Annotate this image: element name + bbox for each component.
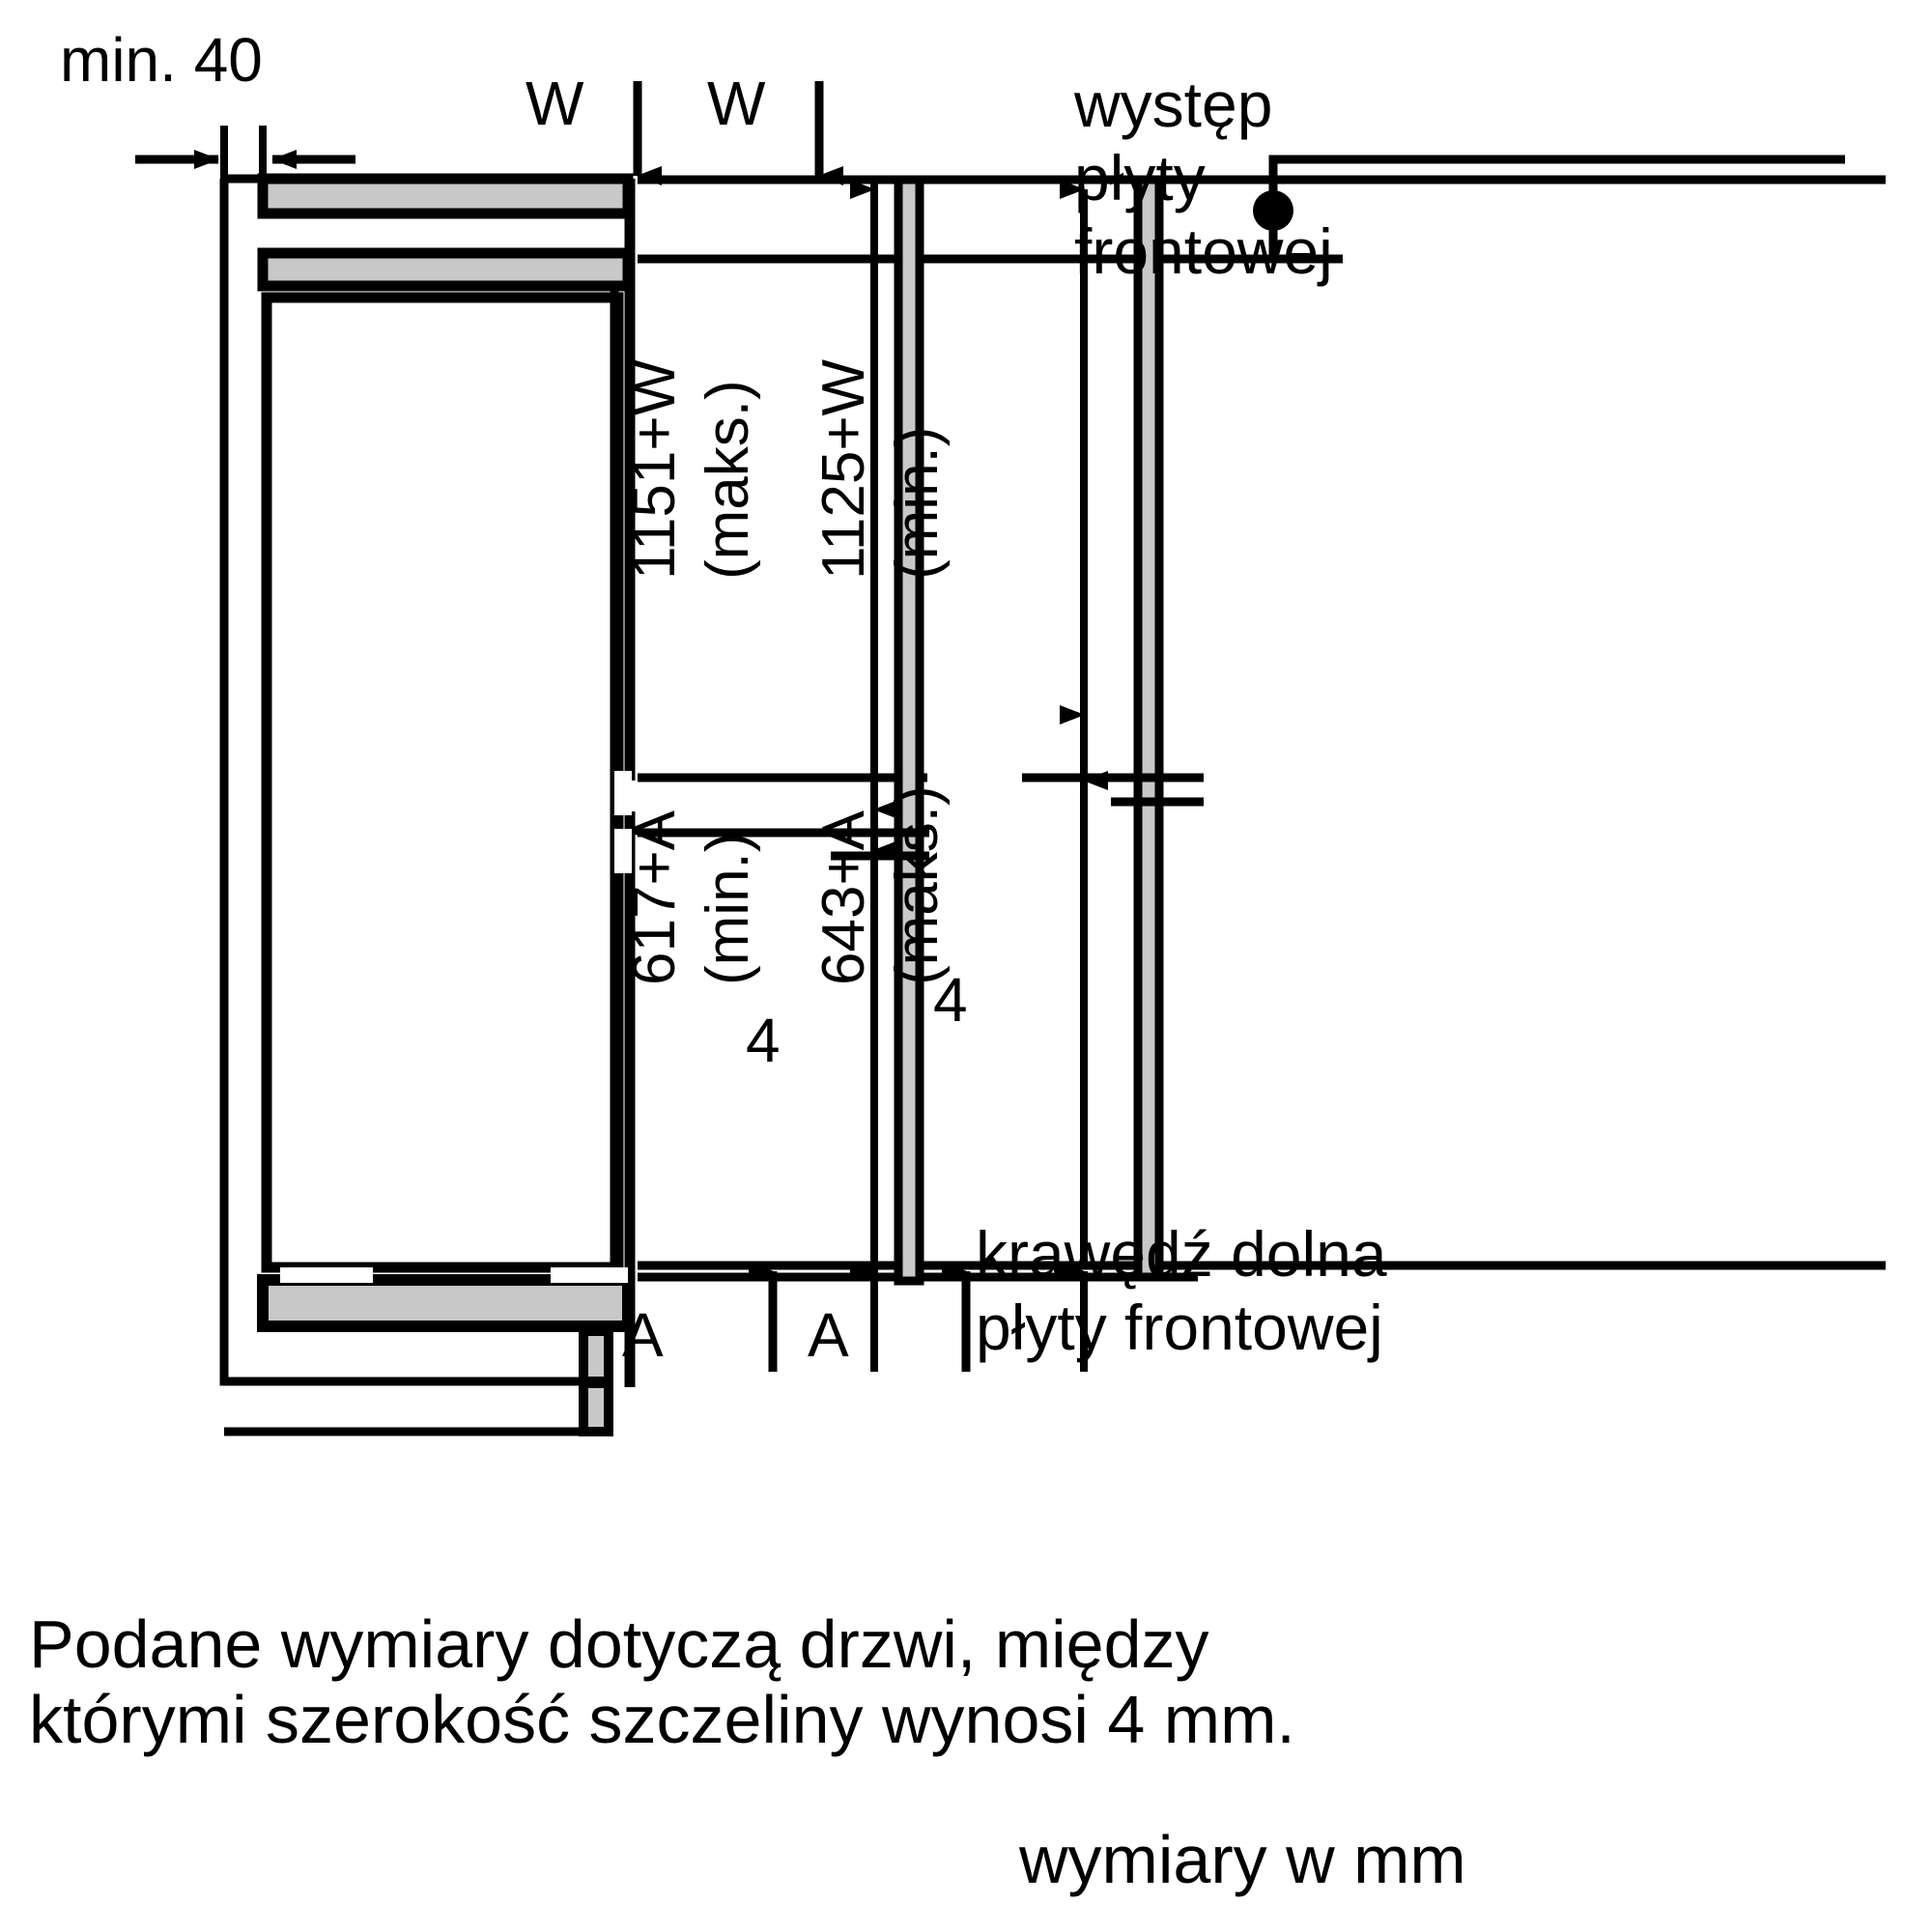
reference-lines bbox=[638, 175, 1886, 1282]
top-panel-lower bbox=[257, 247, 634, 292]
a-label-right: A bbox=[808, 1300, 849, 1370]
gap-label-upper: 4 bbox=[933, 965, 968, 1035]
w-marker-arrows bbox=[633, 81, 843, 185]
dim-label-617a-qualifier: (min.) bbox=[695, 832, 761, 985]
dim-label-1151w-qualifier: (maks.) bbox=[695, 380, 761, 580]
base-plinth bbox=[257, 1274, 634, 1332]
door-strip-left bbox=[894, 175, 924, 1286]
dim-label-1125w-value: 1125+W bbox=[810, 358, 877, 580]
callout-leader-path bbox=[1268, 155, 1845, 259]
min40-dimension bbox=[135, 126, 355, 191]
w-label-left: W bbox=[526, 69, 584, 138]
caption-units-note: wymiary w mm bbox=[1019, 1822, 1466, 1897]
appliance-side-view bbox=[219, 173, 636, 1436]
min-clearance-label: min. 40 bbox=[60, 25, 263, 95]
top-panel-upper bbox=[257, 173, 634, 219]
appliance-body bbox=[261, 292, 624, 1273]
foot-gap-right bbox=[551, 1267, 628, 1283]
w-label-right: W bbox=[707, 69, 766, 138]
callout-dot bbox=[1253, 190, 1293, 231]
levelling-foot-lower bbox=[579, 1378, 613, 1436]
caption-line-2: którymi szerokość szczeliny wynosi 4 mm. bbox=[29, 1682, 1295, 1757]
callout-bottom-line2: płyty frontowej bbox=[976, 1292, 1383, 1363]
callout-top-line1: występ bbox=[1074, 69, 1273, 140]
callout-bottom-line1: krawędź dolna bbox=[976, 1218, 1387, 1290]
a-marker-arrows bbox=[749, 1262, 971, 1372]
door-panel-strips bbox=[894, 175, 1164, 1286]
callout-top-line3: frontowej bbox=[1074, 215, 1333, 287]
cabinet-outline bbox=[219, 179, 580, 1386]
dim-label-1151w-value: 1151+W bbox=[621, 358, 688, 580]
a-label-left: A bbox=[622, 1300, 664, 1370]
dim-label-643a-value: 643+A bbox=[810, 810, 877, 985]
gap-label-lower: 4 bbox=[746, 1006, 781, 1075]
levelling-foot-upper bbox=[579, 1326, 613, 1386]
gap-4-ticks bbox=[831, 773, 1204, 861]
dim-label-617a-value: 617+A bbox=[621, 810, 688, 985]
step-callout-leader bbox=[1253, 155, 1845, 259]
dim-label-643a-qualifier: (maks.) bbox=[884, 785, 951, 985]
dim-label-1125w-qualifier: (min.) bbox=[884, 426, 951, 580]
callout-top-line2: płyty bbox=[1074, 142, 1206, 213]
door-strip-right bbox=[1133, 175, 1164, 1282]
caption-line-1: Podane wymiary dotyczą drzwi, między bbox=[29, 1606, 1209, 1682]
foot-gap-left bbox=[280, 1267, 373, 1283]
hinge-notch-lower bbox=[614, 829, 632, 873]
hinge-notch-upper bbox=[614, 771, 632, 815]
